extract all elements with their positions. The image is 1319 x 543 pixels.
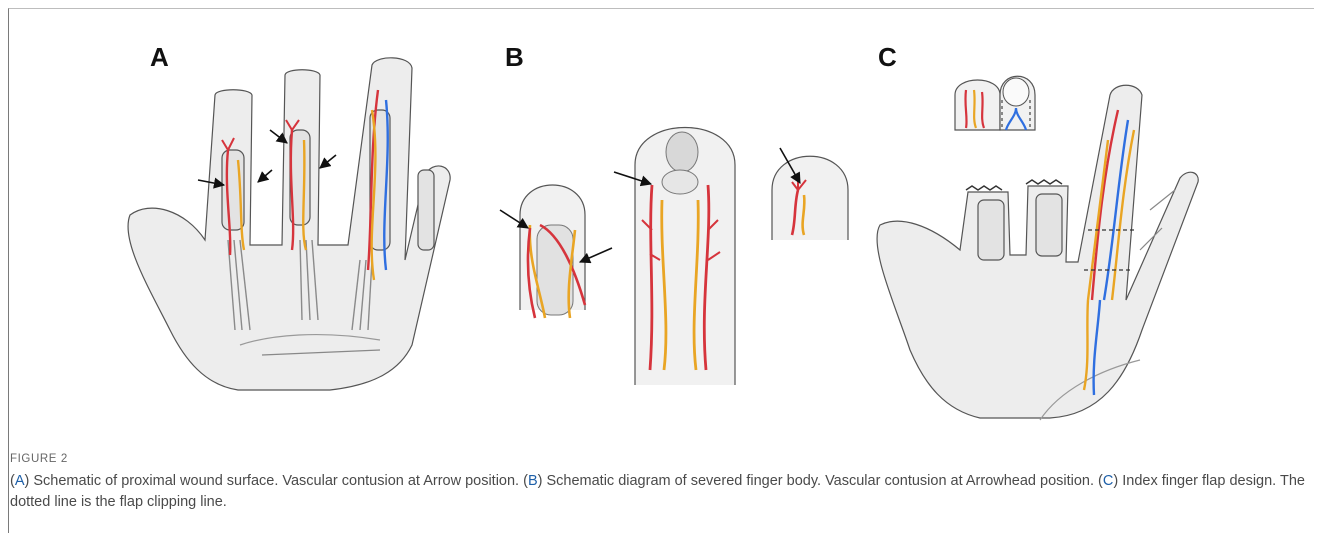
panel-b-finger-left [520,185,585,318]
caption-panel-a-text: ) Schematic of proximal wound surface. V… [25,473,528,489]
figure-caption-text: (A) Schematic of proximal wound surface.… [10,471,1305,513]
panel-b-finger-middle [635,128,735,386]
figure-caption: FIGURE 2 (A) Schematic of proximal wound… [10,453,1305,513]
caption-panel-b-ref: B [528,473,538,489]
figure-illustration [0,0,1319,440]
panel-b-finger-right [772,156,848,240]
caption-panel-b-text: ) Schematic diagram of severed finger bo… [538,473,1103,489]
figure-label: FIGURE 2 [10,453,1305,465]
caption-panel-a-ref: A [15,473,25,489]
panel-a-hand-drawing [128,58,450,390]
panel-c-hand-drawing [877,85,1198,420]
panel-c-flap-inset [955,76,1035,130]
caption-panel-c-ref: C [1103,473,1113,489]
